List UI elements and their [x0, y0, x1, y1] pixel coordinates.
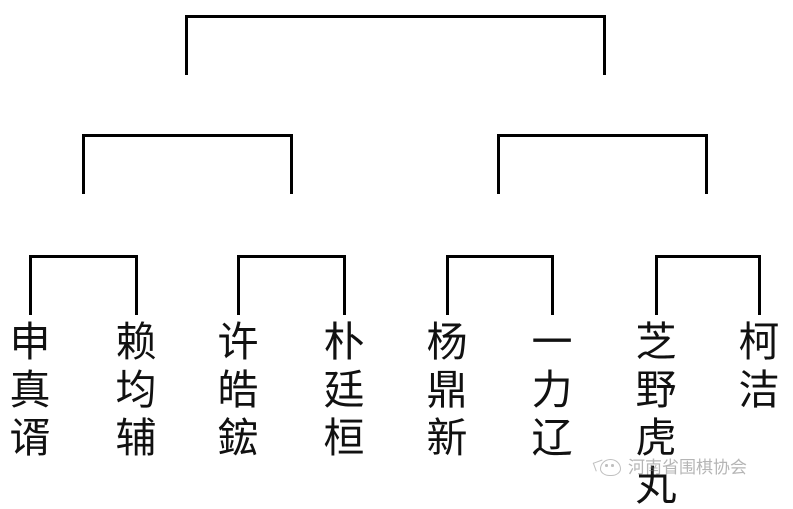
player-4-char-3: 桓	[323, 414, 365, 462]
quarterfinal-3-leg-left	[446, 255, 449, 315]
wechat-official-account-icon	[592, 457, 622, 478]
player-1-char-2: 真	[9, 366, 51, 414]
quarterfinal-1-connector-horizontal	[29, 255, 138, 258]
semifinal-left-leg-right	[290, 134, 293, 194]
player-1-char-3: 谞	[9, 414, 51, 462]
quarterfinal-4-leg-right	[758, 255, 761, 315]
quarterfinal-1-leg-right	[135, 255, 138, 315]
semifinal-left-leg-left	[82, 134, 85, 194]
player-7-char-2: 野	[635, 366, 677, 414]
player-3-char-1: 许	[217, 318, 259, 366]
player-2-char-2: 均	[115, 366, 157, 414]
player-name-1: 申真谞	[1, 318, 59, 462]
quarterfinal-2-leg-left	[237, 255, 240, 315]
player-6-char-1: 一	[531, 318, 573, 366]
quarterfinal-4-leg-left	[655, 255, 658, 315]
player-4-char-2: 廷	[323, 366, 365, 414]
quarterfinal-2-connector-horizontal	[237, 255, 346, 258]
player-6-char-2: 力	[531, 366, 573, 414]
player-8-char-2: 洁	[738, 366, 780, 414]
quarterfinal-3-connector-horizontal	[446, 255, 554, 258]
player-7-char-4: 丸	[635, 462, 677, 509]
player-6-char-3: 辽	[531, 414, 573, 462]
quarterfinal-3-leg-right	[551, 255, 554, 315]
player-3-char-3: 鋐	[217, 414, 259, 462]
player-name-8: 柯洁	[730, 318, 788, 414]
quarterfinal-4-connector-horizontal	[655, 255, 761, 258]
player-1-char-1: 申	[9, 318, 51, 366]
player-5-char-1: 杨	[426, 318, 468, 366]
quarterfinal-2-leg-right	[343, 255, 346, 315]
player-8-char-1: 柯	[738, 318, 780, 366]
player-4-char-1: 朴	[323, 318, 365, 366]
player-name-7: 芝野虎丸	[627, 318, 685, 509]
quarterfinal-1-leg-left	[29, 255, 32, 315]
player-7-char-1: 芝	[635, 318, 677, 366]
player-name-5: 杨鼎新	[418, 318, 476, 462]
semifinal-right-leg-left	[497, 134, 500, 194]
semifinal-left-connector-horizontal	[82, 134, 293, 137]
semifinal-right-leg-right	[705, 134, 708, 194]
player-name-3: 许皓鋐	[209, 318, 267, 462]
player-name-4: 朴廷桓	[315, 318, 373, 462]
player-2-char-3: 辅	[115, 414, 157, 462]
final-connector-leg-left	[185, 15, 188, 75]
player-7-char-3: 虎	[635, 414, 677, 462]
player-5-char-3: 新	[426, 414, 468, 462]
player-2-char-1: 赖	[115, 318, 157, 366]
final-connector-horizontal	[185, 15, 606, 18]
player-3-char-2: 皓	[217, 366, 259, 414]
semifinal-right-connector-horizontal	[497, 134, 708, 137]
final-connector-leg-right	[603, 15, 606, 75]
player-5-char-2: 鼎	[426, 366, 468, 414]
player-name-2: 赖均辅	[107, 318, 165, 462]
player-name-6: 一力辽	[523, 318, 581, 462]
